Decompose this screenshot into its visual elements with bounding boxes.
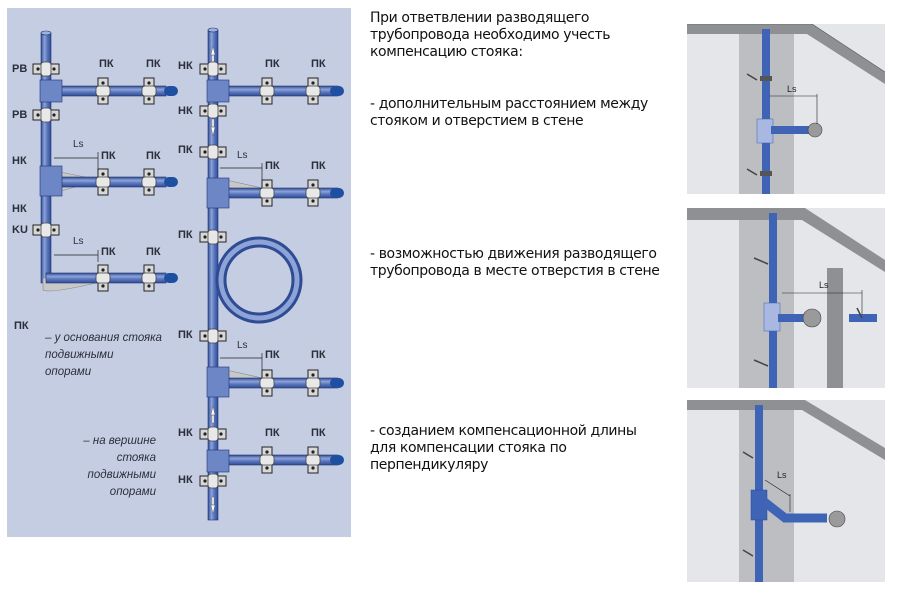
ls-label: Ls <box>237 340 248 351</box>
branch-label: ПК <box>146 150 161 162</box>
riser2-label: ПК <box>178 144 193 156</box>
branch-label: ПК <box>101 246 116 258</box>
note-top-fixed: – на вершине стояка подвижными опорами <box>83 435 156 498</box>
riser-2 <box>199 27 344 521</box>
riser1-label: РВ <box>12 109 28 121</box>
branch-label: ПК <box>146 246 161 258</box>
riser1-label: РВ <box>12 63 28 75</box>
riser1-label: НК <box>12 203 27 215</box>
movement-arrows <box>210 45 216 515</box>
riser-1 <box>32 30 178 292</box>
pk-note-label: ПК <box>14 320 29 332</box>
riser1-label: НК <box>12 155 27 167</box>
branch-label: ПК <box>265 349 280 361</box>
branch-label: ПК <box>265 427 280 439</box>
ls-label: Ls <box>787 84 797 94</box>
item-3-text: - созданием компенсационной длины для ко… <box>370 423 637 473</box>
branch-label: ПК <box>265 58 280 70</box>
intro-text: При ответвлении разводящего трубопровода… <box>370 10 611 60</box>
ls-label: Ls <box>819 280 829 290</box>
item-2-text: - возможностью движения разводящего труб… <box>370 246 660 279</box>
ls-label: Ls <box>73 236 84 247</box>
branch-label: ПК <box>311 58 326 70</box>
figure-2: Ls <box>687 208 885 388</box>
branch-label: ПК <box>146 58 161 70</box>
riser2-label: ПК <box>178 229 193 241</box>
riser2-label: НК <box>178 60 193 72</box>
branch-label: ПК <box>311 160 326 172</box>
branch-label: ПК <box>311 427 326 439</box>
note-bottom-fixed: – у основания стояка подвижными опорами <box>45 332 162 378</box>
riser2-label: НК <box>178 427 193 439</box>
branch-label: ПК <box>265 160 280 172</box>
riser1-label: KU <box>12 224 28 236</box>
branch-label: ПК <box>101 150 116 162</box>
figure-3: Ls <box>687 400 885 582</box>
riser2-label: НК <box>178 474 193 486</box>
branch-label: ПК <box>311 349 326 361</box>
ls-label: Ls <box>237 150 248 161</box>
riser2-label: ПК <box>178 329 193 341</box>
ls-label: Ls <box>73 139 84 150</box>
riser2-label: НК <box>178 105 193 117</box>
branch-label: ПК <box>99 58 114 70</box>
item-1-text: - дополнительным расстоянием между стояк… <box>370 96 648 129</box>
ls-label: Ls <box>777 470 787 480</box>
figure-1: Ls <box>687 24 885 194</box>
